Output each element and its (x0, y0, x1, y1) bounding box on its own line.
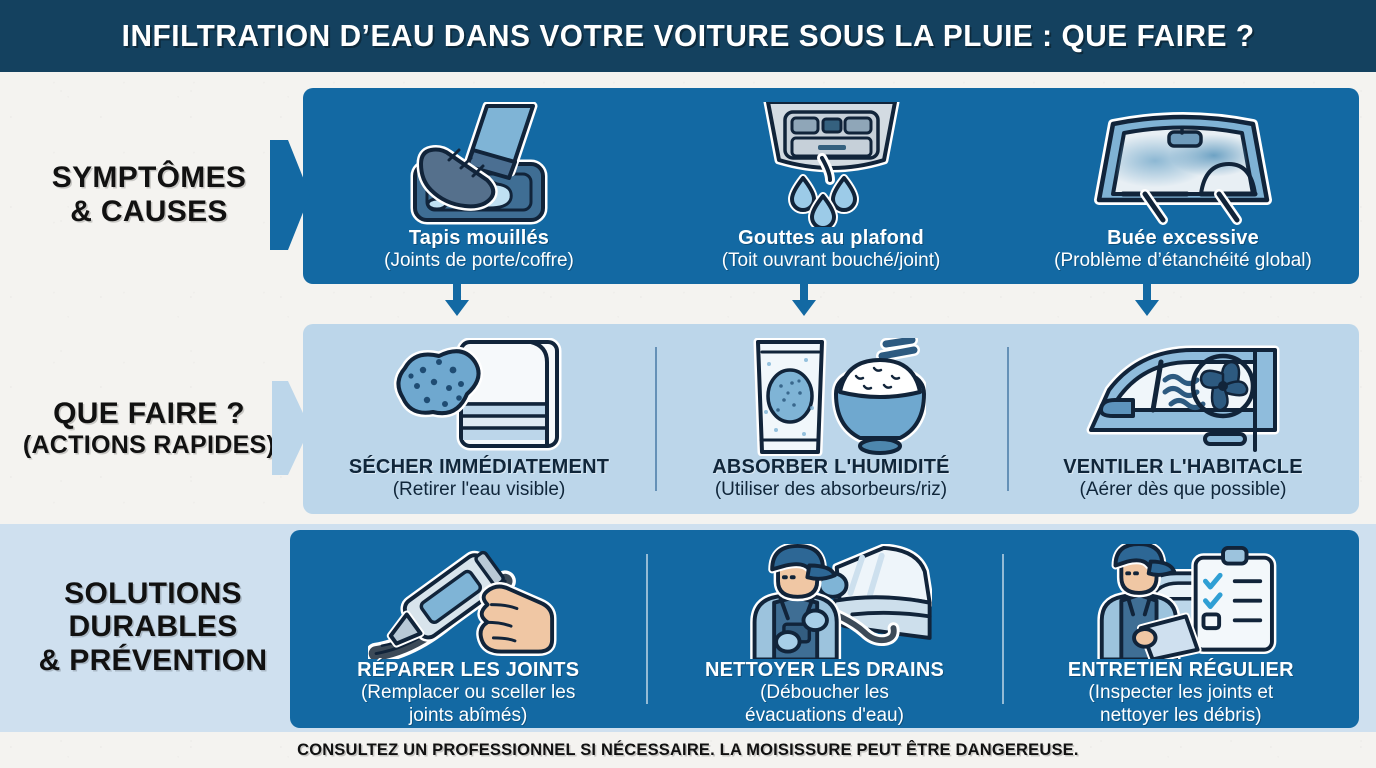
wet-floor-mat-icon (410, 102, 547, 225)
card-subtitle: (Toit ouvrant bouché/joint) (721, 250, 941, 271)
card-title: ABSORBER L'HUMIDITÉ (712, 456, 950, 478)
card-secher[interactable]: SÉCHER IMMÉDIATEMENT (Retirer l'eau visi… (303, 324, 655, 514)
card-buee-excessive[interactable]: Buée excessive (Problème d’étanchéité gl… (1007, 88, 1359, 284)
connector-arrow-1 (445, 284, 469, 316)
card-subtitle: (Problème d’étanchéité global) (1054, 250, 1312, 271)
ceiling-console-drip-icon (763, 102, 899, 227)
sealant-tube-hand-icon (368, 550, 557, 660)
card-caption: VENTILER L'HABITACLE (Aérer dès que poss… (1007, 456, 1359, 502)
panel-divider (1007, 346, 1009, 492)
card-caption: Tapis mouillés (Joints de porte/coffre) (303, 227, 655, 273)
card-subtitle: (Joints de porte/coffre) (384, 250, 574, 271)
sponge-towel-icon (394, 338, 562, 451)
panel-divider (1002, 553, 1004, 705)
footer-note: CONSULTEZ UN PROFESSIONNEL SI NÉCESSAIRE… (297, 740, 1079, 759)
section-label-line2: & CAUSES (70, 195, 228, 228)
panel-divider (655, 346, 657, 492)
card-entretien-regulier[interactable]: ENTRETIEN RÉGULIER (Inspecter les joints… (1003, 530, 1359, 728)
card-caption: NETTOYER LES DRAINS (Déboucher les évacu… (646, 659, 1002, 728)
panel-que-faire: SÉCHER IMMÉDIATEMENT (Retirer l'eau visi… (303, 324, 1359, 514)
card-title: Buée excessive (1107, 227, 1259, 249)
card-caption: ABSORBER L'HUMIDITÉ (Utiliser des absorb… (655, 456, 1007, 502)
panel-solutions: RÉPARER LES JOINTS (Remplacer ou sceller… (290, 530, 1359, 728)
page-title: INFILTRATION D’EAU DANS VOTRE VOITURE SO… (121, 18, 1255, 53)
section-label-line2: (ACTIONS RAPIDES) (22, 430, 276, 459)
card-subtitle: (Déboucher les évacuations d'eau) (745, 682, 904, 727)
card-title: RÉPARER LES JOINTS (357, 659, 580, 682)
card-ventiler[interactable]: VENTILER L'HABITACLE (Aérer dès que poss… (1007, 324, 1359, 514)
section-label-solutions: SOLUTIONS DURABLES & PRÉVENTION (10, 562, 296, 692)
card-subtitle: (Retirer l'eau visible) (392, 479, 566, 500)
section-label-line3: & PRÉVENTION (38, 643, 268, 677)
card-title: Tapis mouillés (408, 227, 550, 249)
section-label-line1: SOLUTIONS (64, 576, 242, 610)
desiccant-rice-bowl-icon (753, 338, 926, 456)
card-caption: Gouttes au plafond (Toit ouvrant bouché/… (655, 227, 1007, 273)
section-label-line1: SYMPTÔMES (51, 161, 247, 195)
card-caption: ENTRETIEN RÉGULIER (Inspecter les joints… (1003, 659, 1359, 728)
card-title: ENTRETIEN RÉGULIER (1067, 659, 1294, 682)
card-nettoyer-drains[interactable]: NETTOYER LES DRAINS (Déboucher les évacu… (646, 530, 1002, 728)
chevron-notch-row2 (272, 381, 310, 475)
card-title: VENTILER L'HABITACLE (1063, 456, 1303, 478)
card-title: NETTOYER LES DRAINS (704, 659, 944, 682)
car-window-fan-icon (1086, 345, 1280, 452)
mechanic-checklist-icon (1097, 544, 1277, 660)
card-title: SÉCHER IMMÉDIATEMENT (348, 456, 610, 478)
card-subtitle: (Remplacer ou sceller les joints abîmés) (360, 682, 576, 727)
foggy-windshield-icon (1094, 112, 1272, 225)
mechanic-drain-cleaning-icon (750, 544, 932, 660)
chevron-notch-row1 (270, 140, 310, 250)
card-caption: Buée excessive (Problème d’étanchéité gl… (1007, 227, 1359, 273)
footer-bar: CONSULTEZ UN PROFESSIONNEL SI NÉCESSAIRE… (0, 732, 1376, 768)
section-label-symptomes: SYMPTÔMES & CAUSES (10, 140, 288, 250)
card-caption: RÉPARER LES JOINTS (Remplacer ou sceller… (290, 659, 646, 728)
panel-symptomes: Tapis mouillés (Joints de porte/coffre) (303, 88, 1359, 284)
card-caption: SÉCHER IMMÉDIATEMENT (Retirer l'eau visi… (303, 456, 655, 502)
card-subtitle: (Aérer dès que possible) (1079, 479, 1287, 500)
card-reparer-joints[interactable]: RÉPARER LES JOINTS (Remplacer ou sceller… (290, 530, 646, 728)
card-title: Gouttes au plafond (738, 227, 924, 249)
panel-divider (646, 553, 648, 705)
header-bar: INFILTRATION D’EAU DANS VOTRE VOITURE SO… (0, 0, 1376, 72)
connector-arrow-3 (1135, 284, 1159, 316)
section-label-que-faire: QUE FAIRE ? (ACTIONS RAPIDES) (10, 383, 288, 473)
connector-arrow-2 (792, 284, 816, 316)
card-tapis-mouilles[interactable]: Tapis mouillés (Joints de porte/coffre) (303, 88, 655, 284)
section-label-line2: DURABLES (68, 610, 238, 644)
card-subtitle: (Inspecter les joints et nettoyer les dé… (1088, 682, 1274, 727)
section-label-line1: QUE FAIRE ? (53, 397, 245, 431)
card-absorber[interactable]: ABSORBER L'HUMIDITÉ (Utiliser des absorb… (655, 324, 1007, 514)
card-subtitle: (Utiliser des absorbeurs/riz) (714, 479, 948, 500)
card-gouttes-plafond[interactable]: Gouttes au plafond (Toit ouvrant bouché/… (655, 88, 1007, 284)
